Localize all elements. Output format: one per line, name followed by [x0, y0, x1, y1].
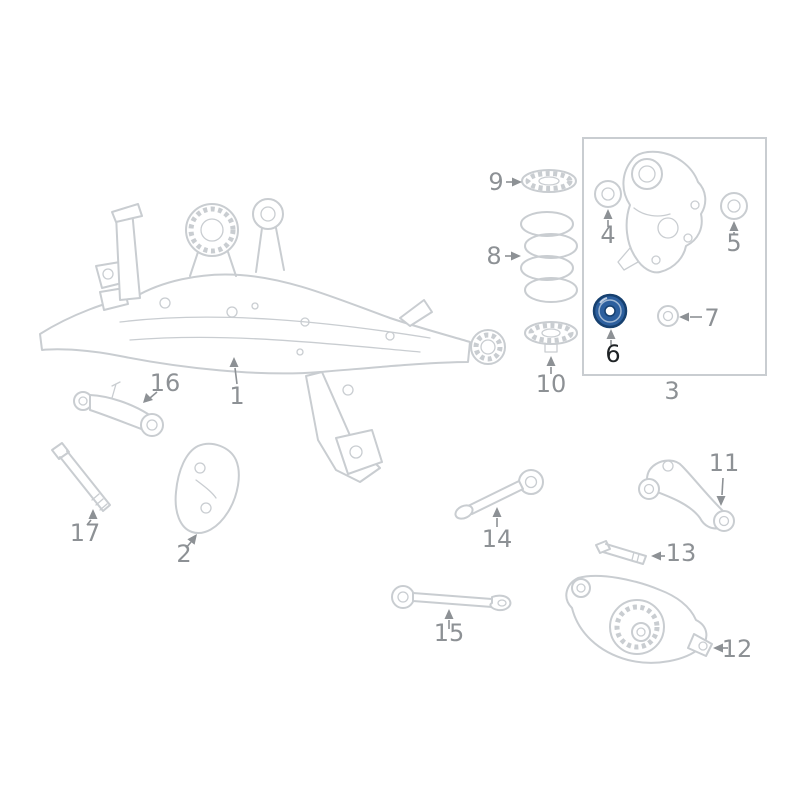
- part-14-link-drawing: [454, 469, 544, 520]
- part-10-seat-drawing: [524, 321, 578, 353]
- callout-3[interactable]: 3: [664, 377, 679, 405]
- part-8-spring-drawing: [520, 211, 578, 303]
- callout-10-arrow: [546, 356, 556, 374]
- callout-7-arrow: [679, 312, 702, 322]
- callout-13-arrow: [651, 551, 665, 561]
- callout-16[interactable]: 16: [150, 369, 181, 397]
- callout-11-arrow: [716, 477, 726, 506]
- part-2-cover-drawing: [174, 442, 240, 534]
- part-3-knuckle-drawing: [617, 150, 707, 274]
- callout-12-arrow: [713, 643, 728, 653]
- callout-14-arrow: [492, 507, 502, 527]
- part-4-bushing-drawing: [594, 180, 622, 208]
- callout-4[interactable]: 4: [600, 221, 615, 249]
- callout-8[interactable]: 8: [486, 242, 501, 270]
- callout-9[interactable]: 9: [488, 168, 503, 196]
- callout-10[interactable]: 10: [536, 370, 567, 398]
- part-1-crossmember-drawing: [39, 198, 506, 483]
- callout-15-arrow: [444, 609, 454, 629]
- callout-1[interactable]: 1: [229, 382, 244, 410]
- part-5-bushing-drawing: [720, 192, 748, 220]
- part-11-upper-arm-drawing: [638, 459, 735, 532]
- callout-6-highlighted[interactable]: 6: [605, 340, 620, 368]
- callout-11[interactable]: 11: [709, 449, 740, 477]
- callout-2[interactable]: 2: [176, 540, 191, 568]
- callout-8-arrow: [505, 251, 521, 261]
- part-15-rod-drawing: [391, 585, 512, 612]
- knuckle-assembly-box: [582, 137, 767, 376]
- part-9-seat-drawing: [521, 169, 577, 193]
- callout-15[interactable]: 15: [434, 619, 465, 647]
- callout-13[interactable]: 13: [666, 539, 697, 567]
- callout-7[interactable]: 7: [704, 304, 719, 332]
- part-13-bolt-drawing: [595, 540, 647, 565]
- callout-5[interactable]: 5: [726, 229, 741, 257]
- callout-17[interactable]: 17: [70, 519, 101, 547]
- callout-6-arrow: [606, 329, 616, 345]
- part-17-bolt-drawing: [51, 442, 111, 512]
- callout-2-arrow: [185, 534, 197, 549]
- callout-9-arrow: [506, 177, 522, 187]
- callout-12[interactable]: 12: [722, 635, 753, 663]
- callout-16-arrow: [143, 391, 158, 403]
- callout-17-arrow: [86, 509, 98, 526]
- part-6-highlighted-bushing[interactable]: [592, 293, 628, 329]
- part-16-link-drawing: [73, 381, 164, 437]
- callout-5-arrow: [729, 221, 739, 235]
- part-7-nut-drawing: [657, 305, 679, 327]
- part-12-lower-arm-drawing: [565, 574, 713, 664]
- callout-1-arrow: [229, 357, 239, 385]
- callout-14[interactable]: 14: [482, 525, 513, 553]
- callout-4-arrow: [603, 209, 613, 227]
